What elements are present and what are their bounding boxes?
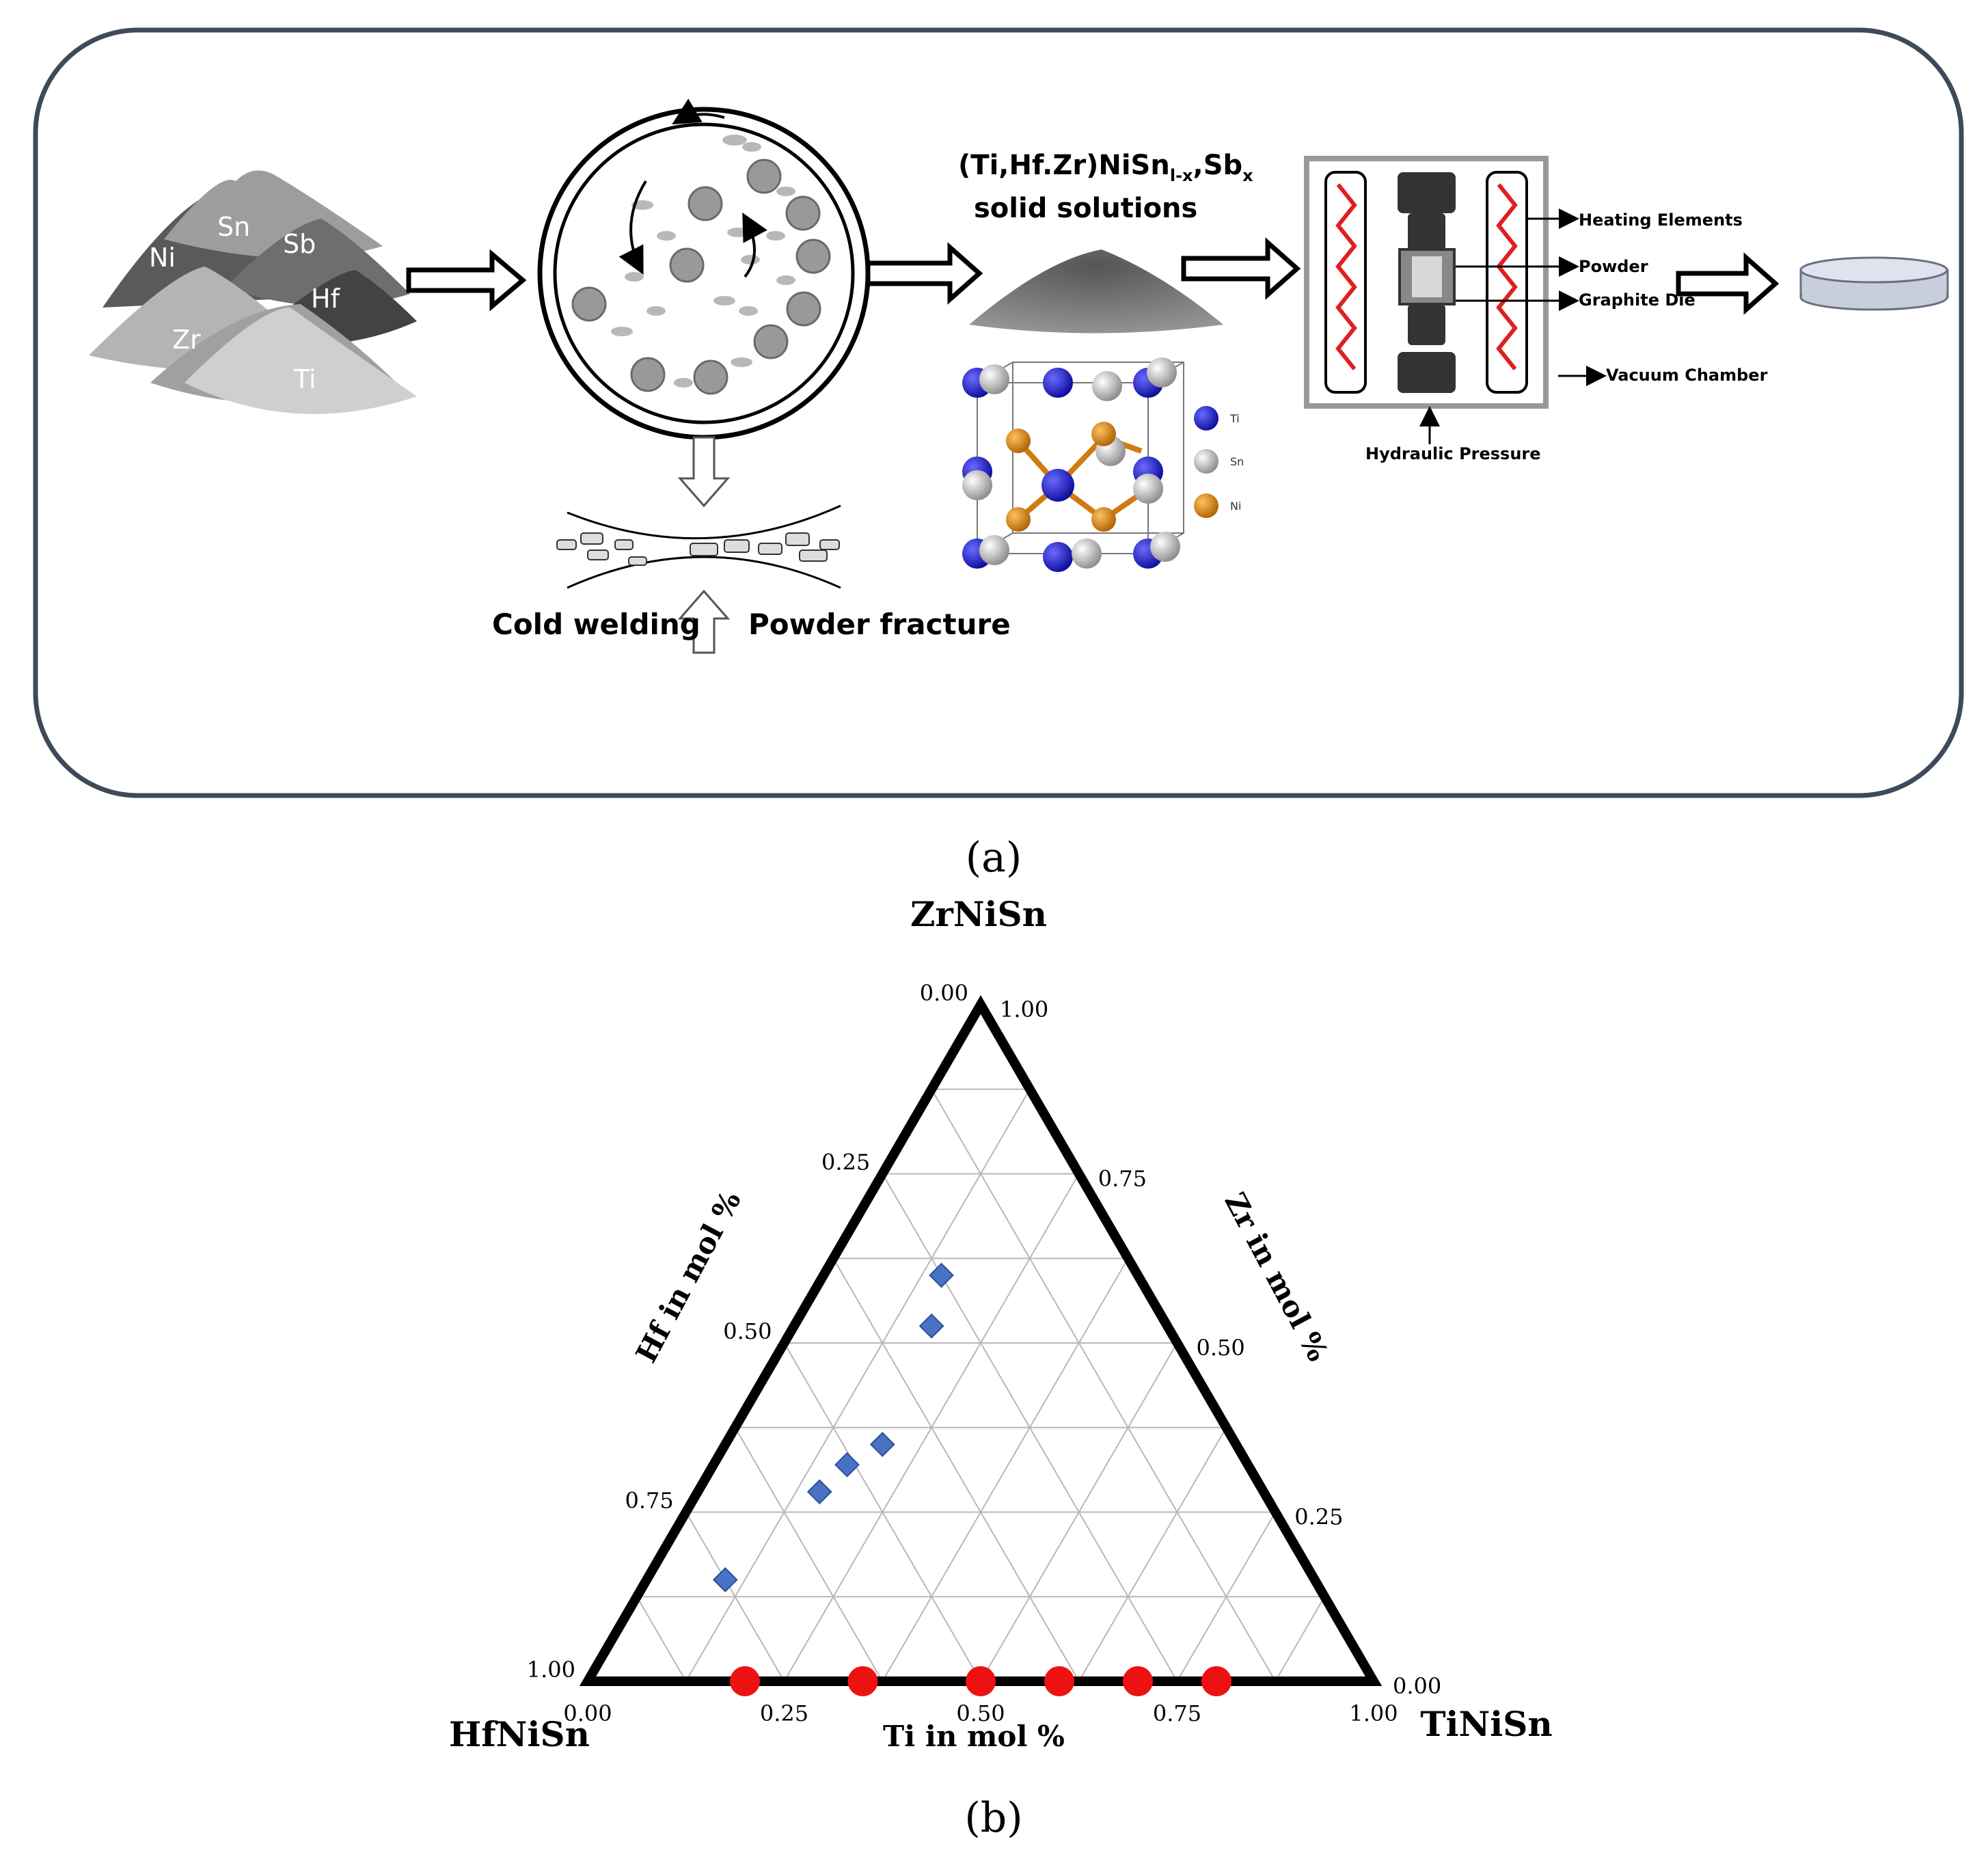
data-point-diamond bbox=[929, 1262, 954, 1288]
vertex-label-bottom-right: TiNiSn bbox=[1420, 1704, 1552, 1744]
left-tick-label: 1.00 bbox=[527, 1657, 575, 1683]
legend-ti: Ti bbox=[1229, 412, 1240, 425]
grid-line bbox=[783, 1342, 981, 1682]
grid-line bbox=[1275, 1596, 1325, 1682]
axis-label-bottom: Ti in mol % bbox=[883, 1720, 1065, 1753]
mill-down-arrow bbox=[677, 436, 731, 508]
arrow-2 bbox=[865, 242, 983, 305]
grid-line bbox=[685, 1511, 785, 1682]
grid-line bbox=[1176, 1511, 1277, 1682]
left-tick-label: 0.75 bbox=[625, 1488, 674, 1514]
grid-line bbox=[636, 1596, 687, 1682]
arrow-3 bbox=[1181, 237, 1301, 300]
grid-line bbox=[734, 1427, 884, 1682]
powder-fracture-label: Powder fracture bbox=[748, 608, 1011, 641]
data-point-diamond bbox=[806, 1479, 832, 1505]
caption-a: (a) bbox=[966, 834, 1022, 882]
right-tick-label: 1.00 bbox=[1000, 996, 1048, 1022]
solid-solution: (Ti,Hf.Zr)NiSnl-x,Sbx solid solutions bbox=[958, 150, 1253, 334]
right-tick-label: 0.00 bbox=[1393, 1673, 1441, 1699]
label-vacuum-chamber: Vacuum Chamber bbox=[1606, 366, 1768, 385]
data-point-diamond bbox=[918, 1313, 944, 1339]
powder-label-zr: Zr bbox=[172, 325, 201, 355]
powder-label-sb: Sb bbox=[283, 229, 316, 259]
right-tick-label: 0.25 bbox=[1294, 1504, 1343, 1530]
cold-welding-label: Cold welding bbox=[492, 608, 700, 641]
process-arrows bbox=[406, 237, 1780, 315]
right-tick-label: 0.50 bbox=[1197, 1335, 1245, 1361]
legend-sn: Sn bbox=[1230, 455, 1244, 468]
legend-ni: Ni bbox=[1230, 500, 1241, 513]
grid-line bbox=[685, 1089, 1031, 1682]
label-graphite-die: Graphite Die bbox=[1579, 290, 1696, 310]
data-point-circle bbox=[847, 1666, 878, 1696]
data-point-diamond bbox=[834, 1452, 860, 1478]
sintered-pellet bbox=[1799, 256, 1949, 311]
data-point-diamond bbox=[712, 1567, 738, 1592]
powder-label-ti: Ti bbox=[293, 364, 316, 394]
solid-solution-subtitle: solid solutions bbox=[974, 193, 1197, 224]
ternary-plot: ZrNiSn HfNiSn TiNiSn Hf in mol % Zr in m… bbox=[449, 894, 1553, 1754]
powder-label-ni: Ni bbox=[149, 243, 176, 273]
ball-mill: Cold welding Powder fracture bbox=[492, 98, 1011, 654]
product-powder-pile bbox=[969, 249, 1223, 334]
data-point-circle bbox=[730, 1666, 760, 1696]
caption-b: (b) bbox=[964, 1794, 1022, 1842]
mill-up-arrow bbox=[677, 589, 731, 654]
raw-powders: Ni Sn Sb Hf Zr Ti bbox=[89, 170, 417, 414]
data-point-circle bbox=[966, 1666, 996, 1696]
arrow-4 bbox=[1676, 252, 1780, 315]
label-hydraulic-pressure: Hydraulic Pressure bbox=[1365, 444, 1541, 463]
grid-line bbox=[832, 1258, 1080, 1682]
data-point-circle bbox=[1201, 1666, 1231, 1696]
bottom-tick-label: 0.75 bbox=[1153, 1700, 1201, 1726]
grid-line bbox=[931, 1089, 1277, 1682]
solid-solution-formula: (Ti,Hf.Zr)NiSnl-x,Sbx bbox=[958, 150, 1253, 185]
heater-left bbox=[1335, 183, 1357, 370]
left-tick-label: 0.00 bbox=[920, 980, 968, 1006]
bottom-tick-label: 0.00 bbox=[563, 1700, 612, 1726]
data-point-circle bbox=[1123, 1666, 1153, 1696]
right-tick-label: 0.75 bbox=[1098, 1166, 1147, 1192]
heater-right bbox=[1496, 183, 1518, 370]
arrow-1 bbox=[406, 249, 527, 312]
left-tick-label: 0.25 bbox=[821, 1150, 870, 1176]
grid-line bbox=[1078, 1427, 1227, 1682]
grid-line bbox=[882, 1258, 1129, 1682]
data-point-diamond bbox=[869, 1432, 895, 1457]
powder-label-sn: Sn bbox=[217, 212, 250, 242]
left-tick-label: 0.50 bbox=[723, 1318, 772, 1344]
vertex-label-top: ZrNiSn bbox=[910, 894, 1047, 934]
bottom-tick-label: 0.25 bbox=[760, 1700, 808, 1726]
vertex-label-bottom-left: HfNiSn bbox=[449, 1714, 590, 1754]
panel-a: Ni Sn Sb Hf Zr Ti bbox=[33, 27, 1964, 798]
bottom-tick-label: 1.00 bbox=[1349, 1700, 1398, 1726]
grid-line bbox=[980, 1342, 1178, 1682]
bottom-tick-label: 0.50 bbox=[956, 1700, 1005, 1726]
crystal-structure: Ti Sn Ni bbox=[962, 357, 1244, 572]
panel-a-frame bbox=[33, 27, 1964, 798]
powder-label-hf: Hf bbox=[311, 284, 341, 314]
data-point-circle bbox=[1044, 1666, 1074, 1696]
label-heating-elements: Heating Elements bbox=[1579, 210, 1743, 230]
sintering-press: Heating Elements Powder Graphite Die Vac… bbox=[1304, 156, 1768, 463]
label-powder: Powder bbox=[1579, 257, 1648, 276]
